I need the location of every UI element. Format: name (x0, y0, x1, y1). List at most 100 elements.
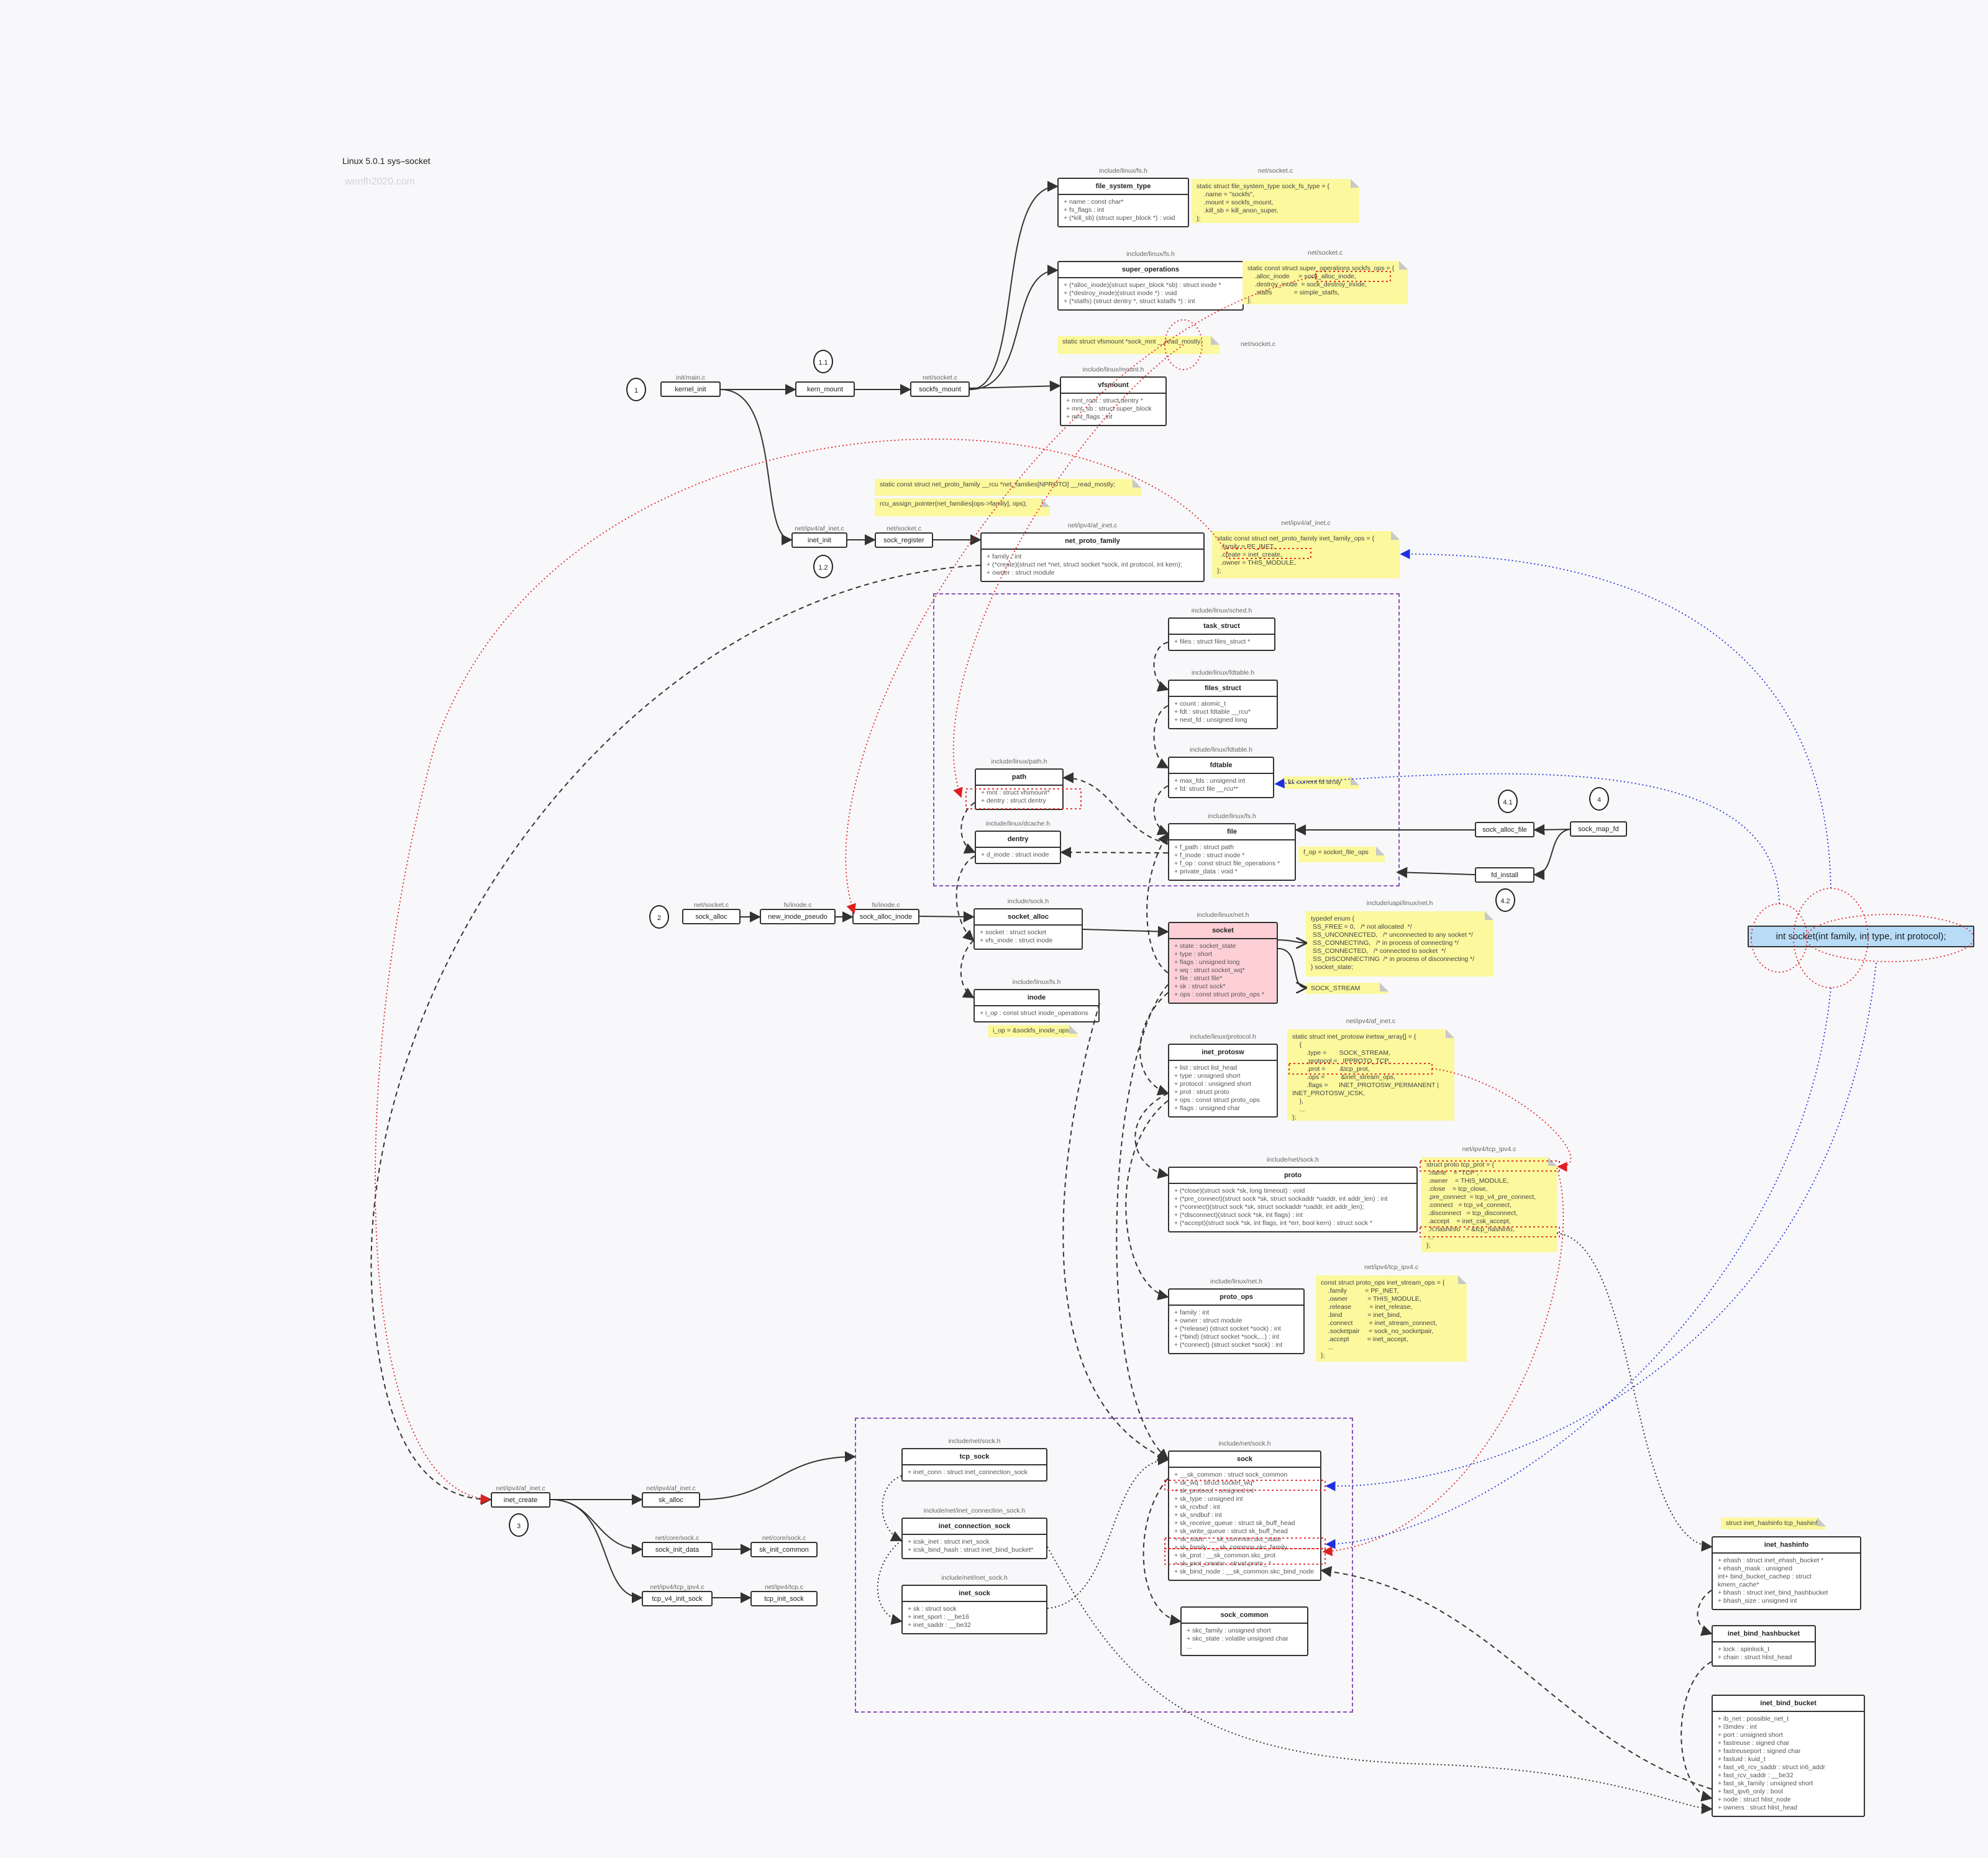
function-name: new_inode_pseudo (768, 913, 828, 921)
note-line: .owner = THIS_MODULE, (1426, 1177, 1509, 1185)
struct-field: + sk_prot_creator : struct proto_ * (1174, 1560, 1272, 1567)
struct-name: tcp_sock (903, 1449, 1046, 1465)
function-name: kern_mount (806, 386, 844, 393)
function-fd-install[interactable]: fd_install (1475, 867, 1534, 883)
struct-field: + flags : unsigned long (1174, 959, 1240, 966)
arrow-sock-map-fd-fd-install (1533, 829, 1571, 880)
struct-inet-bind-bucket[interactable]: inet_bind_bucket+ ib_net : possible_net_… (1712, 1695, 1865, 1817)
source-file-label: include/net/sock.h (1218, 1440, 1271, 1447)
note-fold-shadow (1485, 911, 1493, 920)
struct-field: + owner : struct module (1174, 1317, 1242, 1324)
note-line: .connect = tcp_v4_connect, (1426, 1201, 1512, 1209)
source-file-label: net/socket.c (1257, 167, 1293, 175)
function-sock-map-fd[interactable]: sock_map_fd (1570, 821, 1627, 837)
function-name: tcp_v4_init_sock (652, 1595, 703, 1603)
struct-fields: + ib_net : possible_net_t+ l3mdev : int+… (1713, 1712, 1864, 1816)
struct-inet-bind-hashbucket[interactable]: inet_bind_hashbucket+ lock : spinlock_t+… (1712, 1625, 1816, 1667)
syscall-socket[interactable]: int socket(int family, int type, int pro… (1748, 926, 1974, 947)
source-file-label: fs/inode.c (872, 901, 900, 909)
note-line: .statfs = simple_statfs, (1247, 289, 1339, 296)
note-sock-mnt: static struct vfsmount *sock_mnt __read_… (1057, 336, 1275, 354)
ref-vfs-inode-inode (960, 940, 975, 998)
struct-name: task_struct (1169, 619, 1274, 635)
source-file-label: include/linux/protocol.h (1190, 1033, 1256, 1041)
function-sock-alloc-file[interactable]: sock_alloc_file (1475, 822, 1534, 837)
note-fold-shadow (1380, 983, 1388, 991)
struct-fields: + state : socket_state+ type : short+ fl… (1169, 939, 1277, 1003)
struct-inet-sock[interactable]: include/net/inet_sock.h inet_sock + sk : s… (901, 1574, 1047, 1634)
struct-field: + ehash : struct inet_ehash_bucket * (1718, 1557, 1824, 1564)
struct-field: + file : struct file* (1174, 975, 1223, 982)
struct-field: + fs_flags : int (1064, 206, 1105, 214)
source-file-label: include/net/inet_sock.h (941, 1574, 1008, 1582)
source-file-label: net/core/sock.c (655, 1534, 700, 1542)
struct-field: + sk : struct sock (908, 1605, 957, 1613)
function-name: inet_create (503, 1496, 538, 1504)
note-inet-stream-ops: const struct proto_ops inet_stream_ops =… (1316, 1264, 1467, 1362)
ref-protosw-ops (1125, 1100, 1169, 1301)
note-line: f_op = socket_file_ops (1303, 849, 1369, 856)
note-fold-shadow (1458, 1275, 1467, 1284)
struct-inet-hashinfo[interactable]: inet_hashinfo+ ehash : struct inet_ehash… (1712, 1536, 1861, 1610)
note-line: SS_CONNECTED, /* connected to socket */ (1311, 947, 1446, 955)
ref-socket-sk-sock (1116, 984, 1169, 1460)
note-rcu-assign: rcu_assign_pointer(net_families[ops->fam… (875, 498, 1050, 516)
struct-name: inet_sock (903, 1586, 1046, 1602)
struct-fields: + lock : spinlock_t+ chain : struct hlis… (1713, 1642, 1815, 1665)
struct-field: + d_inode : struct inode (981, 851, 1049, 858)
struct-field: + family : int (987, 553, 1022, 560)
ref-hashinfo-bhash (1697, 1590, 1713, 1636)
function-kern-mount[interactable]: kern_mount (795, 381, 855, 397)
note-fold-shadow (1399, 261, 1408, 270)
step-marker-s1-2: 1.2 (813, 555, 833, 578)
source-file-label: net/ipv4/af_inet.c (1281, 519, 1331, 527)
step-marker-s4-1: 4.1 (1498, 790, 1518, 813)
source-file-label: include/linux/mount.h (1082, 366, 1144, 373)
source-file-label: net/ipv4/af_inet.c (1067, 522, 1118, 529)
note-line: .bind = inet_bind, (1321, 1311, 1402, 1319)
step-marker-s2: 2 (649, 905, 669, 929)
struct-name: inet_bind_bucket (1713, 1696, 1864, 1712)
struct-field: + mnt : struct vfsmount* (981, 789, 1050, 796)
struct-sock-common[interactable]: sock_common+ skc_family : unsigned short… (1180, 1606, 1308, 1656)
struct-name: proto_ops (1169, 1290, 1303, 1306)
struct-name: socket (1169, 923, 1277, 939)
note-fd-array: fd: current fd array (1283, 776, 1359, 789)
function-name: sk_init_common (759, 1546, 809, 1554)
arrow-socket-type (1277, 948, 1306, 988)
ref-socket-ops-protosw (1139, 992, 1169, 1096)
struct-field: + (*connect)(struct sock *sk, struct soc… (1174, 1203, 1364, 1211)
